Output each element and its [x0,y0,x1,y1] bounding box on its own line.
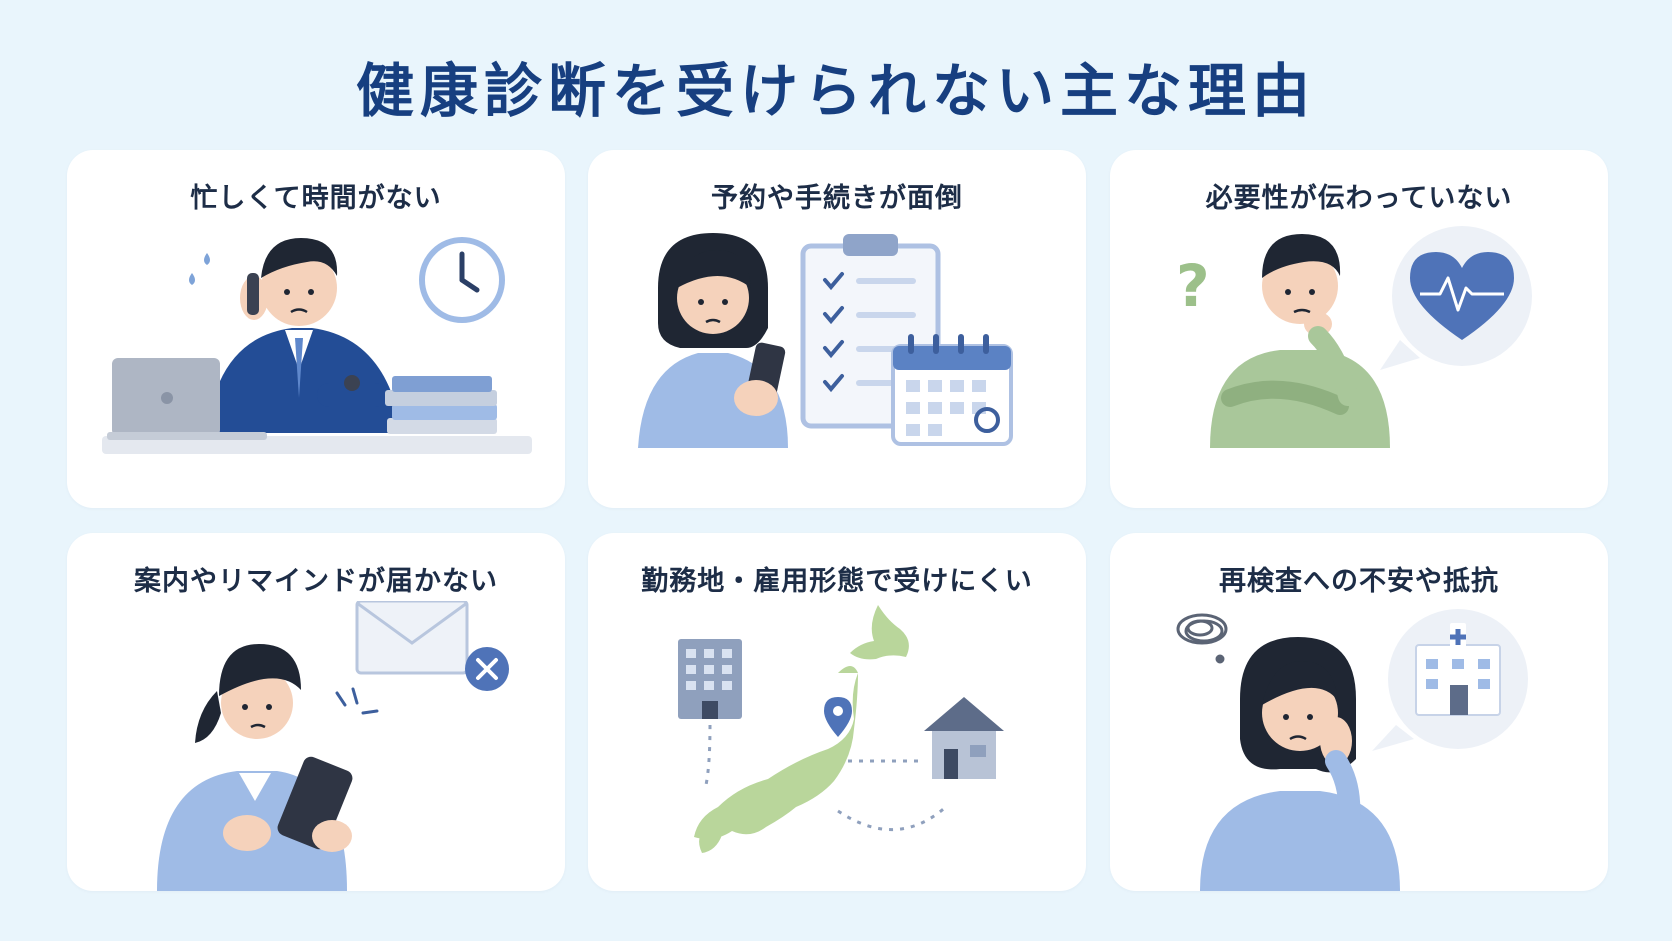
books-icon [385,376,497,434]
office-building-icon [678,639,742,719]
reason-card-reminder: 案内やリマインドが届かない [67,533,565,891]
scribble-icon [1176,613,1228,664]
reason-label: 忙しくて時間がない [190,183,442,214]
reason-label: 案内やリマインドが届かない [134,566,498,597]
laptop-icon [107,358,267,440]
reason-card-workplace: 勤務地・雇用形態で受けにくい [588,533,1086,891]
reason-card-anxiety: 再検査への不安や抵抗 [1110,533,1608,891]
page-title: 健康診断を受けられない主な理由 [355,57,1316,125]
house-icon [924,697,1004,779]
question-mark-icon: ? [1176,252,1210,320]
reason-card-necessity: 必要性が伝わっていない ? [1110,150,1608,508]
envelope-x-icon [355,601,509,691]
reason-label: 予約や手続きが面倒 [711,183,963,214]
hospital-icon [1372,609,1528,751]
woman-tablet-illustration [157,601,509,891]
calendar-icon [891,334,1013,446]
busy-businessman-illustration [102,237,532,454]
location-pin-icon [824,697,852,737]
reason-label: 再検査への不安や抵抗 [1219,566,1499,597]
thinking-man-illustration: ? [1176,226,1532,448]
reason-label: 必要性が伝わっていない [1205,183,1513,214]
reason-card-reservation: 予約や手続きが面倒 [588,150,1086,508]
worried-woman-illustration [1176,609,1528,891]
clock-icon [419,237,505,323]
japan-map-icon [678,605,1004,853]
reason-label: 勤務地・雇用形態で受けにくい [641,566,1033,597]
desk [102,436,532,454]
heart-pulse-icon [1380,226,1532,370]
woman-phone-illustration [638,233,1013,448]
reason-card-busy: 忙しくて時間がない [67,150,565,508]
